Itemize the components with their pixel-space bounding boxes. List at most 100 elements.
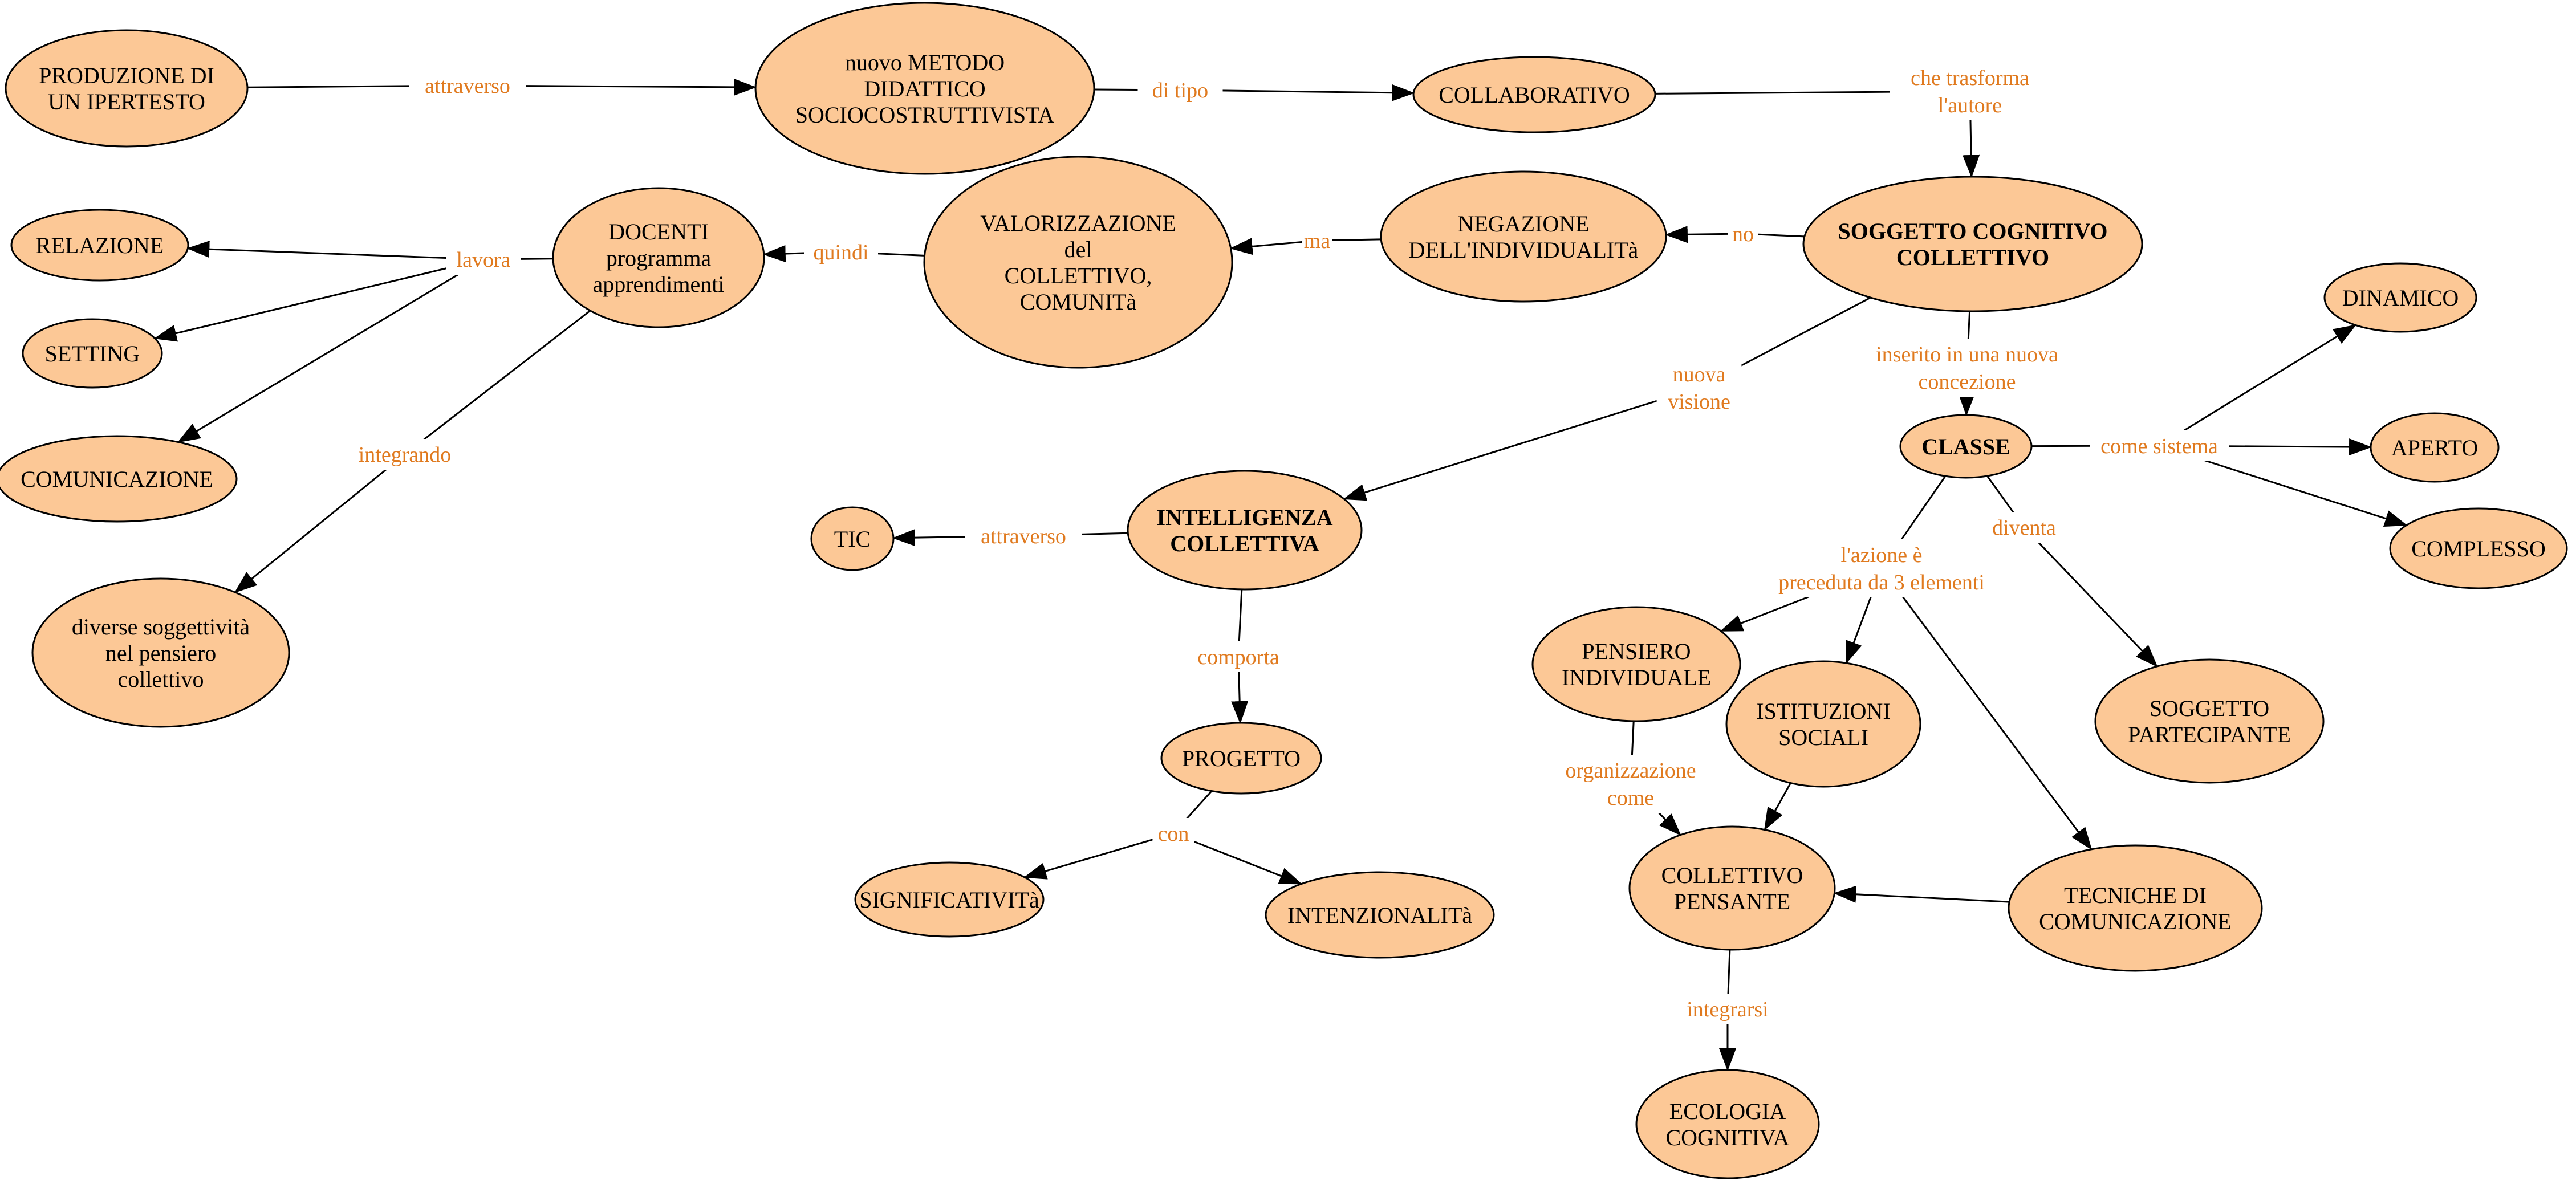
concept-node-significativita[interactable]: SIGNIFICATIVITà: [854, 861, 1045, 938]
link-label-text: come: [1607, 786, 1654, 810]
link-label-ditipo: di tipo: [1137, 75, 1223, 105]
link-label-comesistema: come sistema: [2090, 430, 2229, 461]
edge-azione-tecniche: [1880, 568, 2093, 851]
concept-label: PENSANTE: [1674, 889, 1790, 914]
link-label-quindi: quindi: [804, 237, 878, 267]
concept-label: DELL'INDIVIDUALITà: [1409, 237, 1639, 263]
concept-label: SOCIOCOSTRUTTIVISTA: [795, 102, 1055, 128]
link-label-attraverso2: attraverso: [965, 520, 1082, 551]
link-label-text: visione: [1668, 390, 1730, 414]
concept-label: ISTITUZIONI: [1756, 698, 1891, 724]
link-label-backdrop: [1890, 62, 2050, 120]
link-label-backdrop: [346, 439, 464, 470]
concept-node-collaborativo[interactable]: COLLABORATIVO: [1412, 56, 1656, 133]
link-label-text: lavora: [457, 248, 511, 272]
edge-con-significativita: [1023, 832, 1174, 880]
link-label-chetrasforma: che trasforma l'autore: [1890, 62, 2050, 120]
link-label-no: no: [1728, 218, 1758, 249]
link-label-backdrop: [409, 70, 526, 101]
link-label-backdrop: [1981, 512, 2067, 543]
concept-label: PROGETTO: [1182, 746, 1301, 771]
concept-label: APERTO: [2391, 435, 2478, 461]
concept-node-complesso[interactable]: COMPLESSO: [2389, 507, 2568, 589]
concept-node-comunicazione[interactable]: COMUNICAZIONE: [0, 435, 238, 523]
concept-shape: [1635, 1069, 1820, 1179]
concept-node-dinamico[interactable]: DINAMICO: [2323, 262, 2477, 333]
link-label-backdrop: [446, 244, 521, 275]
link-label-text: diventa: [1992, 516, 2056, 540]
concept-node-relazione[interactable]: RELAZIONE: [10, 209, 189, 282]
concept-label: COLLETTIVO: [1896, 245, 2049, 270]
link-label-text: attraverso: [425, 74, 510, 98]
link-label-backdrop: [965, 520, 1082, 551]
link-label-comporta: comporta: [1191, 641, 1286, 672]
concept-label: INTENZIONALITà: [1287, 902, 1473, 928]
edge-istituzioni-pensante: [1764, 782, 1791, 831]
concept-label: nel pensiero: [105, 640, 216, 666]
concept-node-classe[interactable]: CLASSE: [1899, 414, 2033, 479]
link-label-text: no: [1732, 222, 1754, 246]
concept-label: programma: [606, 245, 712, 271]
concept-node-aperto[interactable]: APERTO: [2370, 412, 2500, 483]
concept-node-setting[interactable]: SETTING: [22, 318, 163, 389]
concept-shape: [854, 861, 1045, 938]
concept-node-tic[interactable]: TIC: [810, 506, 895, 571]
link-label-text: che trasforma: [1911, 66, 2029, 90]
concept-shape: [31, 577, 290, 728]
concept-label: DIDATTICO: [864, 76, 985, 101]
concept-shape: [2008, 844, 2263, 972]
concept-shape: [1531, 606, 1741, 722]
concept-shape: [1725, 660, 1921, 788]
concept-node-intenzionalita[interactable]: INTENZIONALITà: [1265, 871, 1495, 959]
link-label-text: come sistema: [2100, 434, 2218, 458]
concept-label: COLLETTIVO,: [1005, 263, 1152, 288]
edge-lavora-comunicazione: [177, 258, 484, 443]
link-label-integrando: integrando: [346, 439, 464, 470]
concept-shape: [1160, 722, 1322, 795]
concept-label: COMUNITà: [1020, 289, 1137, 315]
concept-shape: [1265, 871, 1495, 959]
edge-docenti-integrando: [404, 310, 591, 455]
link-label-text: integrando: [359, 443, 452, 467]
concept-shape: [552, 187, 765, 328]
concept-label: DOCENTI: [608, 219, 709, 245]
concept-label: VALORIZZAZIONE: [980, 210, 1176, 236]
link-label-text: organizzazione: [1565, 759, 1696, 783]
link-label-text: attraverso: [981, 524, 1066, 548]
concept-label: nuovo METODO: [845, 50, 1005, 75]
edge-diventa-partecipante: [2023, 526, 2158, 668]
concept-label: SOGGETTO COGNITIVO: [1838, 218, 2107, 244]
edge-tecniche-pensante: [1833, 885, 2010, 903]
concept-label: UN IPERTESTO: [48, 89, 205, 115]
link-label-backdrop: [1656, 359, 1742, 417]
concept-label: SOCIALI: [1778, 725, 1868, 750]
concept-node-progetto[interactable]: PROGETTO: [1160, 722, 1322, 795]
link-label-backdrop: [1302, 225, 1332, 256]
link-label-text: l'autore: [1938, 93, 2002, 117]
link-label-organizzazione: organizzazione come: [1550, 755, 1711, 813]
link-label-con: con: [1152, 818, 1194, 849]
concept-label: collettivo: [117, 666, 204, 692]
linking-phrases: attraverso di tipo che trasforma l'autore no…: [346, 62, 2229, 1024]
link-label-backdrop: [1152, 818, 1194, 849]
concept-label: INDIVIDUALE: [1562, 665, 1711, 690]
link-label-text: l'azione è: [1841, 543, 1923, 567]
